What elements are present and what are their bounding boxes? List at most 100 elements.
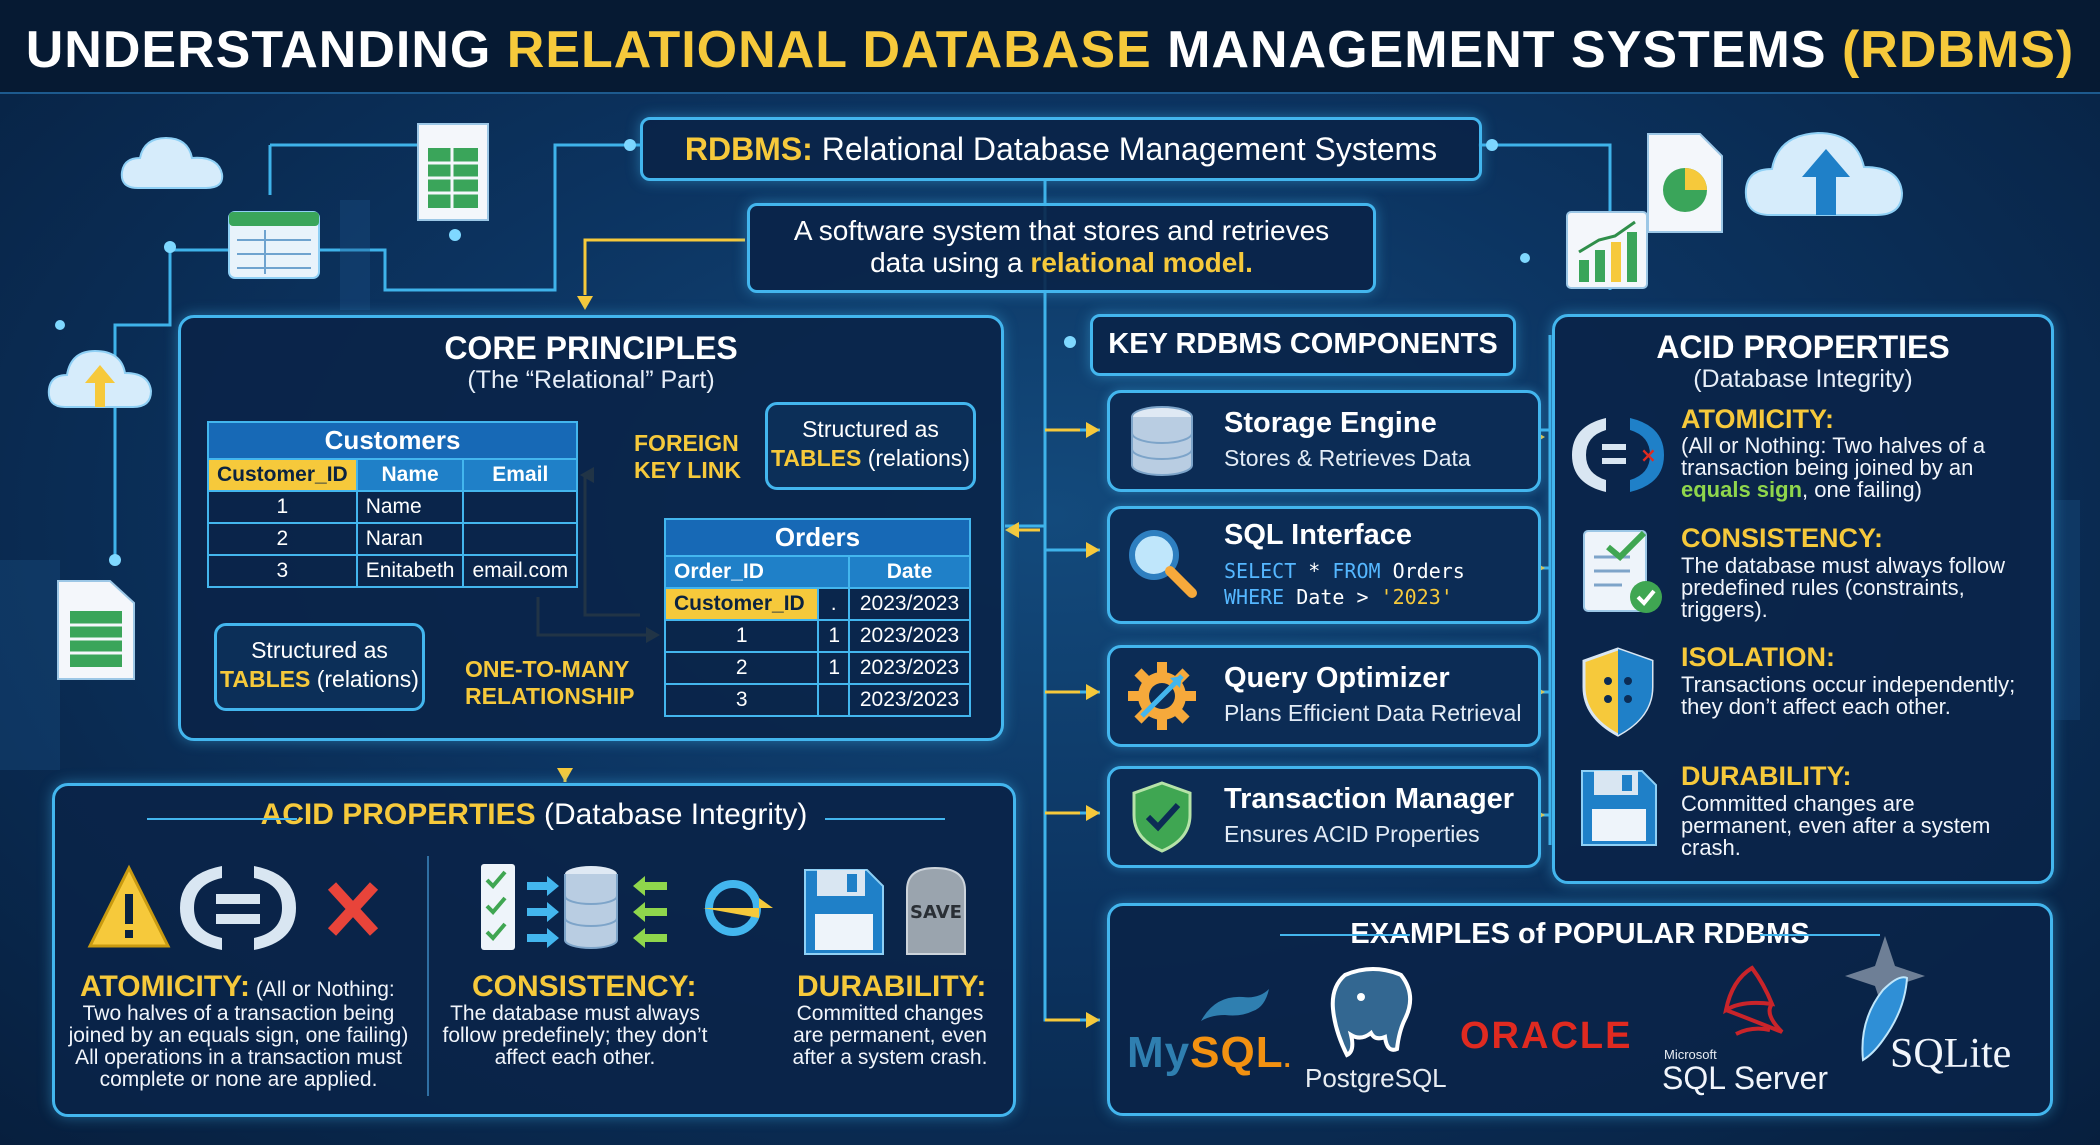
table-cell: 2 xyxy=(207,522,358,556)
table-cell: 2023/2023 xyxy=(848,619,971,653)
sql-keyword: SELECT xyxy=(1224,559,1297,583)
core-principles-panel: CORE PRINCIPLES (The “Relational” Part) … xyxy=(178,315,1004,741)
equals-icon xyxy=(180,866,296,950)
atomicity-text: Two halves of a transaction being joined… xyxy=(68,1002,409,1091)
acid-atomicity-heading: ATOMICITY: xyxy=(1681,404,1834,434)
rdbms-abbr: RDBMS: xyxy=(684,131,813,167)
atomicity-graphic xyxy=(87,864,379,950)
cloud-upload-icon xyxy=(1744,131,1904,216)
save-label: SAVE xyxy=(910,902,962,923)
table-cell: 2023/2023 xyxy=(848,683,971,717)
equals-icon: × xyxy=(1572,418,1664,492)
warning-icon xyxy=(87,864,171,948)
table-cell: Enitabeth xyxy=(355,554,465,588)
consistency-text: The database must always follow predefin… xyxy=(442,1002,708,1069)
description-highlight: relational model. xyxy=(1030,247,1253,278)
component-title: Storage Engine xyxy=(1224,407,1437,439)
description-text: data using a xyxy=(870,247,1031,278)
title-divider xyxy=(1280,934,1410,936)
rdbms-definition-box: RDBMS: Relational Database Management Sy… xyxy=(640,117,1482,181)
acid-isolation-text: Transactions occur independently; they d… xyxy=(1681,672,2016,719)
atomicity-heading-main: ATOMICITY: xyxy=(80,970,250,1003)
acid-consistency-heading: CONSISTENCY: xyxy=(1681,523,1884,553)
sql-keyword: WHERE xyxy=(1224,585,1285,609)
title-divider xyxy=(147,818,297,820)
sql-server-logo-small: Microsoft xyxy=(1664,1047,1717,1062)
title-highlight: (RDBMS) xyxy=(1841,21,2075,79)
checklist-icon xyxy=(481,864,515,950)
atomicity-heading: ATOMICITY: (All or Nothing: xyxy=(80,970,395,1004)
component-sql-interface: SQL Interface SELECT * FROM Orders WHERE… xyxy=(1107,506,1541,624)
postgresql-logo: PostgreSQL xyxy=(1305,1063,1447,1093)
page-title: UNDERSTANDING RELATIONAL DATABASE MANAGE… xyxy=(0,20,2100,80)
mysql-logo: MySQL. xyxy=(1127,1028,1292,1078)
table-cell: email.com xyxy=(462,554,579,588)
mysql-logo-part: . xyxy=(1283,1043,1292,1073)
component-title: Transaction Manager xyxy=(1224,783,1515,815)
acid-bottom-title: ACID PROPERTIES (Database Integrity) xyxy=(55,798,1013,832)
sql-server-logo: SQL Server xyxy=(1662,1060,1828,1096)
database-icon xyxy=(1131,406,1193,476)
sql-text: * xyxy=(1296,559,1333,583)
customers-column-header: Email xyxy=(462,458,579,492)
dolphin-icon xyxy=(1201,989,1269,1021)
acid-text: (All or Nothing: Two halves of a transac… xyxy=(1681,433,1986,480)
durability-graphic: SAVE xyxy=(703,866,966,955)
note-text: (relations) xyxy=(310,666,419,692)
note-line: TABLES (relations) xyxy=(768,444,973,473)
note-text: (relations) xyxy=(861,445,970,471)
magnifier-icon xyxy=(1129,530,1197,598)
floppy-disk-icon xyxy=(804,869,884,955)
customers-table-caption: Customers xyxy=(206,421,579,460)
orders-table-caption: Orders xyxy=(664,518,971,557)
gear-icon xyxy=(1128,662,1196,730)
description-line: A software system that stores and retrie… xyxy=(793,215,1330,246)
table-cell: 1 xyxy=(817,619,850,653)
rdbms-description: A software system that stores and retrie… xyxy=(750,215,1373,279)
rdbms-definition-text: RDBMS: Relational Database Management Sy… xyxy=(643,131,1479,168)
sql-string: '2023' xyxy=(1380,585,1453,609)
component-description: Ensures ACID Properties xyxy=(1224,821,1480,847)
table-window-icon xyxy=(228,211,320,279)
acid-isolation-heading: ISOLATION: xyxy=(1681,642,1835,672)
orders-column-header: Date xyxy=(848,555,971,589)
table-cell: . xyxy=(817,587,850,621)
acid-durability-heading: DURABILITY: xyxy=(1681,761,1852,791)
isolation-shield-icon xyxy=(1582,647,1654,737)
cloud-upload-icon xyxy=(47,349,153,408)
table-cell: 2023/2023 xyxy=(848,651,971,685)
sql-code-line: WHERE Date > '2023' xyxy=(1224,585,1453,609)
foreign-key-cell: Customer_ID xyxy=(663,587,820,621)
sql-keyword: FROM xyxy=(1332,559,1381,583)
component-transaction-manager: Transaction Manager Ensures ACID Propert… xyxy=(1107,766,1541,868)
consistency-heading: CONSISTENCY: xyxy=(472,970,697,1003)
header-bar: UNDERSTANDING RELATIONAL DATABASE MANAGE… xyxy=(0,0,2100,94)
core-principles-subtitle: (The “Relational” Part) xyxy=(467,366,715,394)
note-line: TABLES (relations) xyxy=(217,665,422,694)
examples-title: EXAMPLES of POPULAR RDBMS xyxy=(1350,918,1810,950)
note-line: Structured as xyxy=(251,637,388,663)
foreign-key-label-line: FOREIGN xyxy=(634,430,739,456)
elephant-icon xyxy=(1330,967,1413,1058)
close-icon xyxy=(327,882,379,936)
table-cell: 1 xyxy=(817,651,850,685)
sync-icon xyxy=(703,880,773,936)
column-divider xyxy=(427,856,429,1096)
shield-icon xyxy=(1132,781,1192,853)
sqlite-feather-icon xyxy=(1845,936,1925,1062)
component-storage-engine: Storage Engine Stores & Retrieves Data xyxy=(1107,390,1541,492)
table-cell xyxy=(462,522,579,556)
component-title: SQL Interface xyxy=(1224,519,1413,551)
cloud-icon xyxy=(120,136,224,189)
acid-atomicity-text: (All or Nothing: Two halves of a transac… xyxy=(1681,435,2021,501)
one-to-many-label-line: ONE-TO-MANY xyxy=(465,656,630,682)
table-cell: Naran xyxy=(355,522,465,556)
sql-text: Orders xyxy=(1380,559,1465,583)
atomicity-heading-sub: (All or Nothing: xyxy=(249,978,395,1001)
note-highlight: TABLES xyxy=(220,666,311,692)
arrow-icons xyxy=(527,876,559,948)
